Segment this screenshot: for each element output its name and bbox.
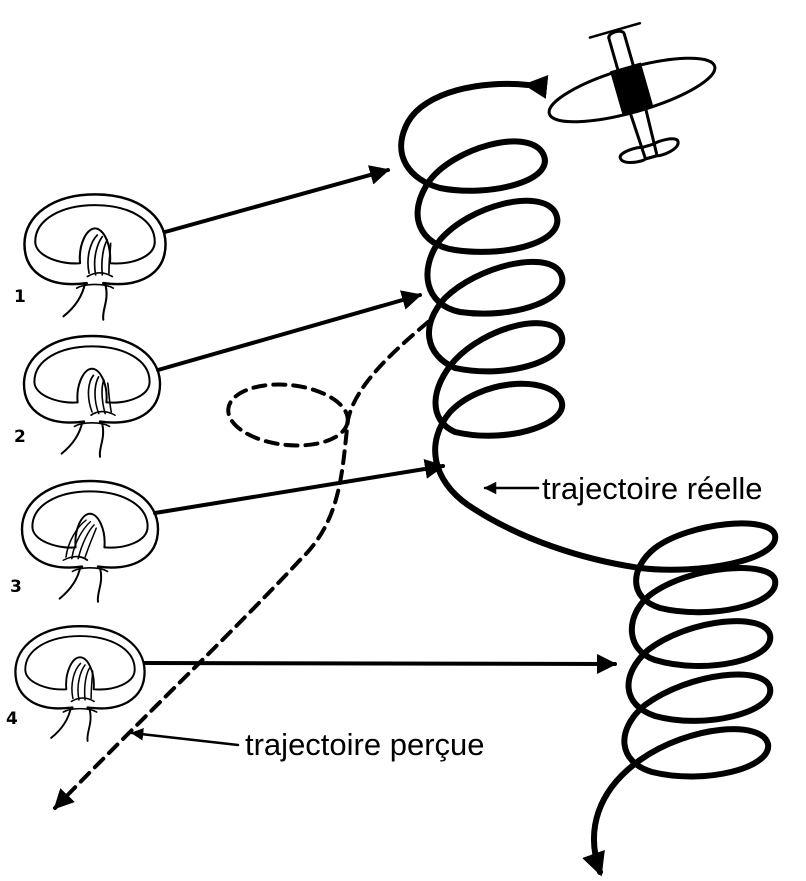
stage-1-number: 1	[14, 287, 26, 307]
stage-1-arrow	[163, 165, 390, 234]
airplane-icon	[547, 21, 717, 164]
inner-ear-icon	[14, 625, 146, 743]
real-trajectory-lower-coil	[582, 520, 779, 877]
inner-ear-icon	[22, 334, 162, 458]
perceived-loop	[226, 382, 350, 448]
stage-3-number: 3	[10, 577, 22, 597]
stage-4-arrow	[143, 653, 617, 674]
stage-2-arrow	[156, 290, 422, 372]
stage-2-number: 2	[14, 427, 26, 447]
real-trajectory-upper-coil	[398, 75, 643, 571]
real-trajectory-label: trajectoire réelle	[542, 471, 763, 506]
stage-4-ear	[14, 625, 146, 743]
stage-4-number: 4	[6, 709, 18, 729]
inner-ear-icon	[20, 479, 160, 603]
perceived-trajectory-label: trajectoire perçue	[245, 727, 485, 762]
perceived-trajectory	[53, 320, 430, 810]
stage-3-ear	[20, 479, 160, 603]
stage-2-ear	[22, 334, 162, 458]
stage-3-arrow	[153, 459, 445, 515]
perceived-trajectory-leader	[130, 728, 240, 747]
stage-1-ear	[23, 193, 167, 321]
